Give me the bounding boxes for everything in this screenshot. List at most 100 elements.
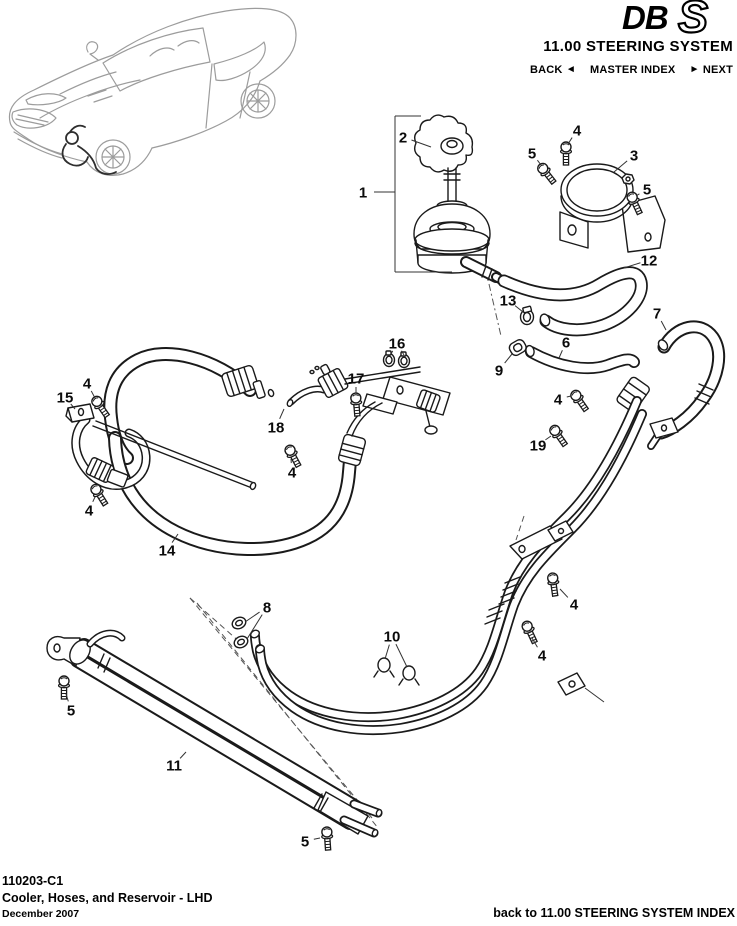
back-to-index-link[interactable]: back to 11.00 STEERING SYSTEM INDEX xyxy=(493,906,735,920)
clip-9 xyxy=(508,339,527,357)
callout-leader xyxy=(279,408,285,419)
car-illustration xyxy=(8,7,297,176)
callout-label: 8 xyxy=(263,600,271,617)
align-dash-line xyxy=(488,283,502,337)
callout-label: 5 xyxy=(643,182,651,199)
document-code: 110203-C1 xyxy=(2,874,64,888)
callout-label: 18 xyxy=(268,420,285,437)
callout-label: 14 xyxy=(159,543,176,560)
hardware-layer xyxy=(57,141,643,851)
union-fitting xyxy=(221,363,451,467)
logo-db-text: DB xyxy=(622,0,668,36)
bolt-icon xyxy=(559,141,573,166)
callout-leader xyxy=(313,837,321,840)
callout-label: 17 xyxy=(348,371,365,388)
callout-leader xyxy=(70,403,76,410)
highlighted-steering-parts xyxy=(61,124,117,175)
cooler-11 xyxy=(46,629,383,838)
nav-master-index-link[interactable]: MASTER INDEX xyxy=(589,64,676,76)
bolt-icon xyxy=(91,395,111,419)
bolt-icon xyxy=(547,572,560,597)
nav-back-label: BACK xyxy=(530,64,563,76)
next-arrow-icon: ► xyxy=(689,64,700,75)
callout-label: 19 xyxy=(530,438,547,455)
header: DB S 11.00 STEERING SYSTEM BACK ◄ MASTER … xyxy=(373,0,733,76)
callout-leader xyxy=(559,588,569,598)
nut xyxy=(621,173,635,185)
callout-leader xyxy=(179,751,187,759)
callout-leader xyxy=(246,614,263,640)
callout-leader xyxy=(65,693,69,702)
bolt-icon xyxy=(321,826,334,851)
callout-leader xyxy=(171,533,179,543)
nav-next-label: NEXT xyxy=(702,64,733,76)
dbs-logo: DB S xyxy=(622,0,709,36)
callout-label: 3 xyxy=(630,148,638,165)
callout-leader xyxy=(613,160,628,173)
callout-leader xyxy=(244,611,260,623)
callout-label: 13 xyxy=(500,293,517,310)
bolt-icon xyxy=(626,191,643,216)
callout-leader xyxy=(635,193,640,197)
callout-leader xyxy=(545,435,552,441)
clip-16 xyxy=(382,350,411,369)
document-title: Cooler, Hoses, and Reservoir - LHD xyxy=(2,891,213,905)
align-dash-line xyxy=(515,515,525,541)
callout-label: 4 xyxy=(570,597,579,614)
callout-leader xyxy=(660,320,667,331)
logo-s-swoosh: S xyxy=(678,0,708,36)
document-date: December 2007 xyxy=(2,908,80,920)
grommet-8 xyxy=(231,616,249,649)
reservoir-bracket xyxy=(559,163,666,253)
callout-leader xyxy=(623,262,641,269)
bolt-icon xyxy=(537,162,557,186)
section-title: 11.00 STEERING SYSTEM xyxy=(543,38,733,55)
hose-6 xyxy=(525,344,640,375)
callout-leader xyxy=(504,353,513,364)
bolt-icon xyxy=(521,620,538,645)
callout-leader xyxy=(537,159,542,166)
bolt-icon xyxy=(57,675,71,700)
callout-label: 4 xyxy=(83,376,92,393)
callout-label: 5 xyxy=(528,146,536,163)
callout-label: 9 xyxy=(495,363,503,380)
hose-12 xyxy=(497,266,648,337)
callout-label: 2 xyxy=(399,130,407,147)
bolt-icon xyxy=(570,389,590,413)
reservoir xyxy=(413,114,512,288)
callout-label: 16 xyxy=(389,336,406,353)
clamp-13 xyxy=(519,305,535,326)
back-arrow-icon: ◄ xyxy=(565,64,576,75)
reservoir-cap xyxy=(413,114,474,173)
callout-leader xyxy=(90,390,96,399)
nav-back-link[interactable]: BACK ◄ xyxy=(530,64,576,76)
pipe-18 xyxy=(286,385,328,408)
callout-leader xyxy=(514,305,524,313)
callout-leader xyxy=(531,637,538,648)
callout-leader xyxy=(401,350,405,356)
clip-10 xyxy=(373,657,420,686)
bolt-icon xyxy=(350,392,363,417)
bolt-icon xyxy=(284,444,302,469)
callout-leader xyxy=(390,350,394,355)
callout-leader xyxy=(384,644,390,660)
callout-leader xyxy=(567,137,573,145)
callout-label: 4 xyxy=(85,503,94,520)
callout-leader xyxy=(411,139,432,148)
callout-label: 5 xyxy=(301,834,309,851)
callout-leader xyxy=(558,350,563,359)
callout-label: 1 xyxy=(359,185,367,202)
bolt-icon xyxy=(90,483,109,507)
rear-wheel xyxy=(240,83,276,119)
callout-leader xyxy=(395,643,408,668)
callout-label: 4 xyxy=(288,465,297,482)
callout-label: 7 xyxy=(653,306,661,323)
callout-label: 11 xyxy=(166,758,182,775)
callout-label: 10 xyxy=(384,629,401,646)
callout-label: 4 xyxy=(554,392,563,409)
callout-1-bracket xyxy=(374,115,452,273)
nav-next-link[interactable]: ► NEXT xyxy=(689,64,733,76)
callout-label: 12 xyxy=(641,253,658,270)
